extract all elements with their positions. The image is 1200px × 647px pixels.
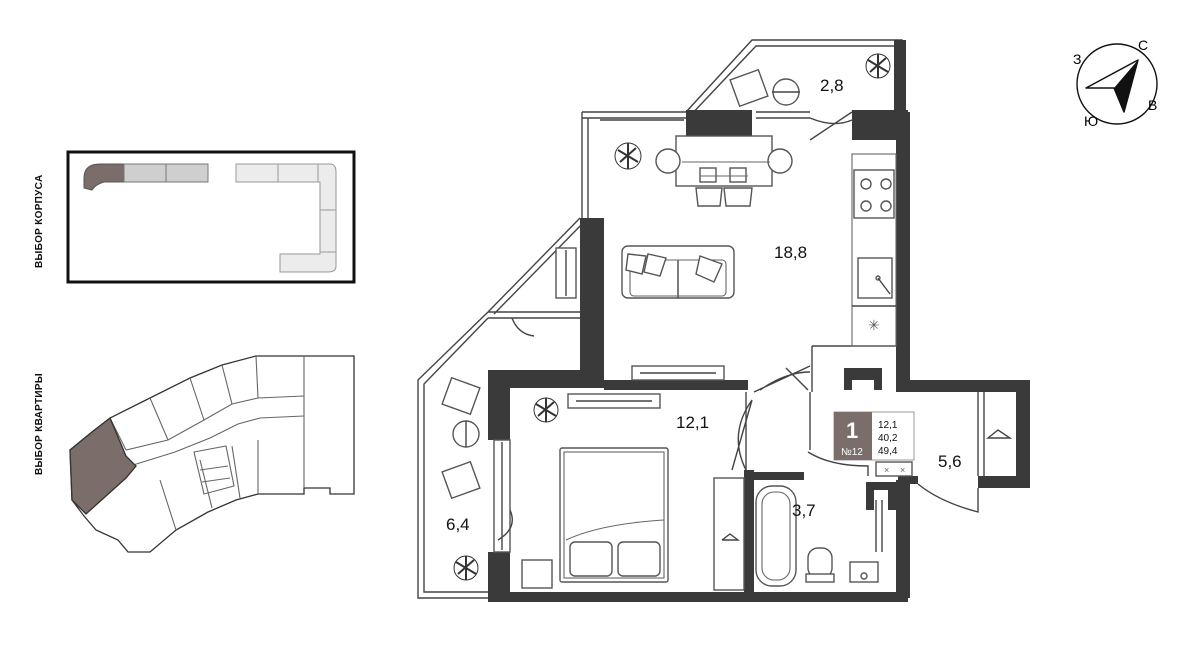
building-section[interactable] <box>279 251 337 273</box>
area-2: 40,2 <box>878 433 898 444</box>
apartment-selected[interactable] <box>69 416 137 515</box>
svg-text:×: × <box>884 465 889 475</box>
building-section[interactable] <box>235 163 279 183</box>
compass: С З В Ю <box>1073 37 1158 129</box>
area-kitchen-living: 18,8 <box>774 243 807 262</box>
plant-icon <box>533 397 559 423</box>
plant-icon <box>614 142 642 170</box>
plant-icon <box>453 555 479 581</box>
living-area: 12,1 <box>878 420 898 431</box>
area-hall: 5,6 <box>938 452 962 471</box>
fridge-icon: ✳ <box>868 317 880 333</box>
building-select-label: ВЫБОР КОРПУСА <box>34 175 45 268</box>
apartment-plan: ✳ <box>417 39 1030 602</box>
compass-east: В <box>1148 97 1157 113</box>
building-section-selected[interactable] <box>83 163 125 191</box>
area-loggia-left: 6,4 <box>446 515 470 534</box>
building-section[interactable] <box>319 209 337 253</box>
building-selector-panel[interactable] <box>66 150 356 284</box>
plant-icon <box>865 53 891 79</box>
apartment-number: №12 <box>841 447 863 458</box>
total-area: 49,4 <box>878 446 898 457</box>
apartment-select-label: ВЫБОР КВАРТИРЫ <box>34 373 45 475</box>
area-bedroom: 12,1 <box>676 413 709 432</box>
rooms-count: 1 <box>846 418 858 443</box>
area-loggia-top: 2,8 <box>820 76 844 95</box>
compass-south: Ю <box>1084 113 1098 129</box>
compass-north: С <box>1138 37 1148 53</box>
area-bathroom: 3,7 <box>792 501 816 520</box>
svg-text:×: × <box>900 465 905 475</box>
compass-west: З <box>1073 51 1081 67</box>
apartment-info-card: 1 №12 12,1 40,2 49,4 <box>833 411 915 461</box>
apartment-selector-map[interactable] <box>69 355 355 553</box>
building-section[interactable] <box>277 163 319 183</box>
building-section[interactable] <box>317 163 337 211</box>
building-section[interactable] <box>165 163 209 183</box>
building-section[interactable] <box>123 163 167 183</box>
